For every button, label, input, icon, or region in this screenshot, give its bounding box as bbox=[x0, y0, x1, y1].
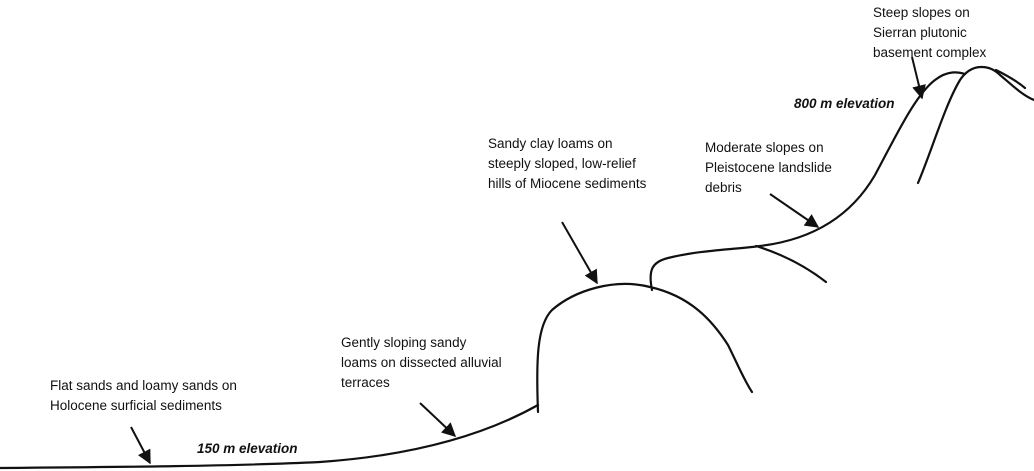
gentle-arrow bbox=[419, 402, 457, 437]
steep-slopes-label: Steep slopes on Sierran plutonic basemen… bbox=[873, 5, 987, 60]
elevation-800-label: 800 m elevation bbox=[794, 96, 895, 111]
hill-profile-line bbox=[536, 282, 754, 414]
flat-arrow bbox=[130, 426, 151, 465]
elevation-150-label: 150 m elevation bbox=[197, 441, 298, 456]
landslide-upper-line bbox=[649, 71, 967, 292]
sandy-clay-arrow bbox=[561, 221, 598, 285]
ground-profile-line bbox=[0, 403, 540, 470]
sandy-clay-loams-label: Sandy clay loams on steeply sloped, low-… bbox=[488, 136, 647, 191]
gently-sloping-label: Gently sloping sandy loams on dissected … bbox=[341, 335, 505, 390]
steep-arrow bbox=[911, 56, 926, 100]
basement-ridge-line bbox=[916, 65, 1034, 185]
moderate-arrow bbox=[769, 193, 820, 228]
landslide-toe-line bbox=[754, 244, 828, 284]
basement-ridge-far-line bbox=[994, 68, 1027, 90]
flat-sands-label: Flat sands and loamy sands on Holocene s… bbox=[50, 378, 241, 413]
moderate-slopes-label: Moderate slopes on Pleistocene landslide… bbox=[705, 140, 836, 195]
